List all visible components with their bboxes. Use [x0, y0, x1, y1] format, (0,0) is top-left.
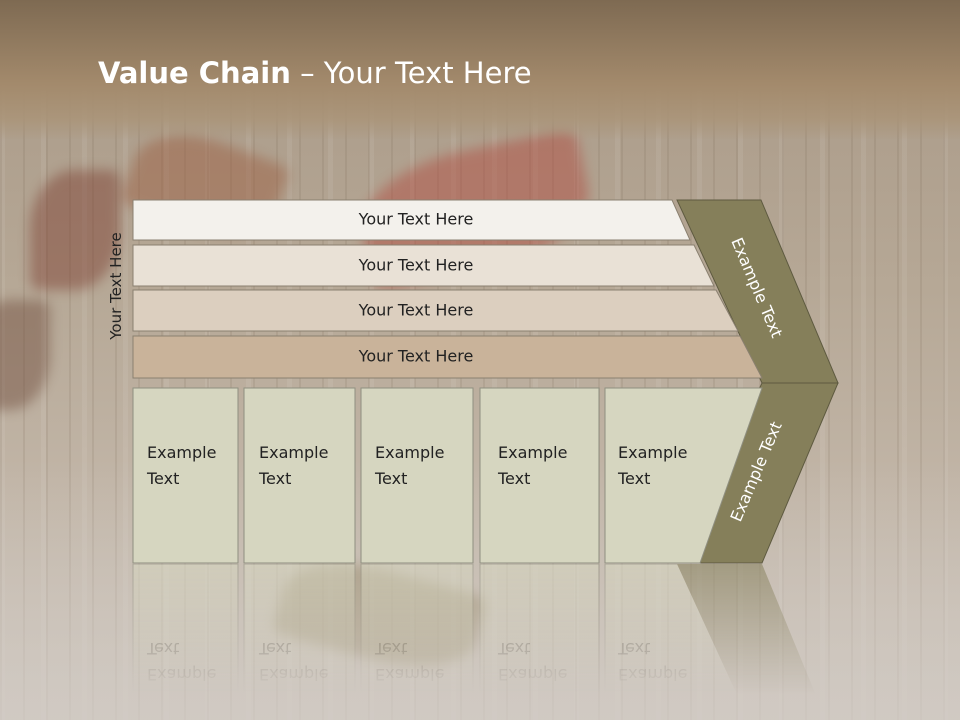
bar-1-label: Your Text Here [358, 210, 474, 229]
bar-4-label: Your Text Here [358, 347, 474, 366]
box-1 [132, 387, 239, 564]
title-band [0, 0, 960, 140]
box-5 [604, 387, 763, 564]
bar-1 [132, 199, 691, 241]
bar-2-label: Your Text Here [358, 256, 474, 275]
bar-3-label: Your Text Here [358, 301, 474, 320]
reflection: ExampleText ExampleText ExampleText Exam… [132, 563, 827, 720]
box-3 [360, 387, 474, 564]
svg-text:ExampleText: ExampleText [617, 639, 687, 684]
autumn-leaf-decoration [30, 170, 120, 290]
title-rest: – Your Text Here [290, 56, 532, 90]
box-2 [243, 387, 356, 564]
svg-text:ExampleText: ExampleText [497, 639, 567, 684]
bar-3 [132, 289, 739, 332]
svg-text:ExampleText: ExampleText [146, 639, 216, 684]
svg-text:ExampleText: ExampleText [374, 639, 444, 684]
box-4 [479, 387, 600, 564]
bar-2 [132, 244, 715, 287]
bar-row: Your Text Here Your Text Here Your Text … [132, 199, 763, 379]
bar-4 [132, 335, 763, 379]
title-bold: Value Chain [98, 56, 291, 90]
svg-text:ExampleText: ExampleText [258, 639, 328, 684]
page-title: Value Chain – Your Text Here [98, 56, 532, 90]
